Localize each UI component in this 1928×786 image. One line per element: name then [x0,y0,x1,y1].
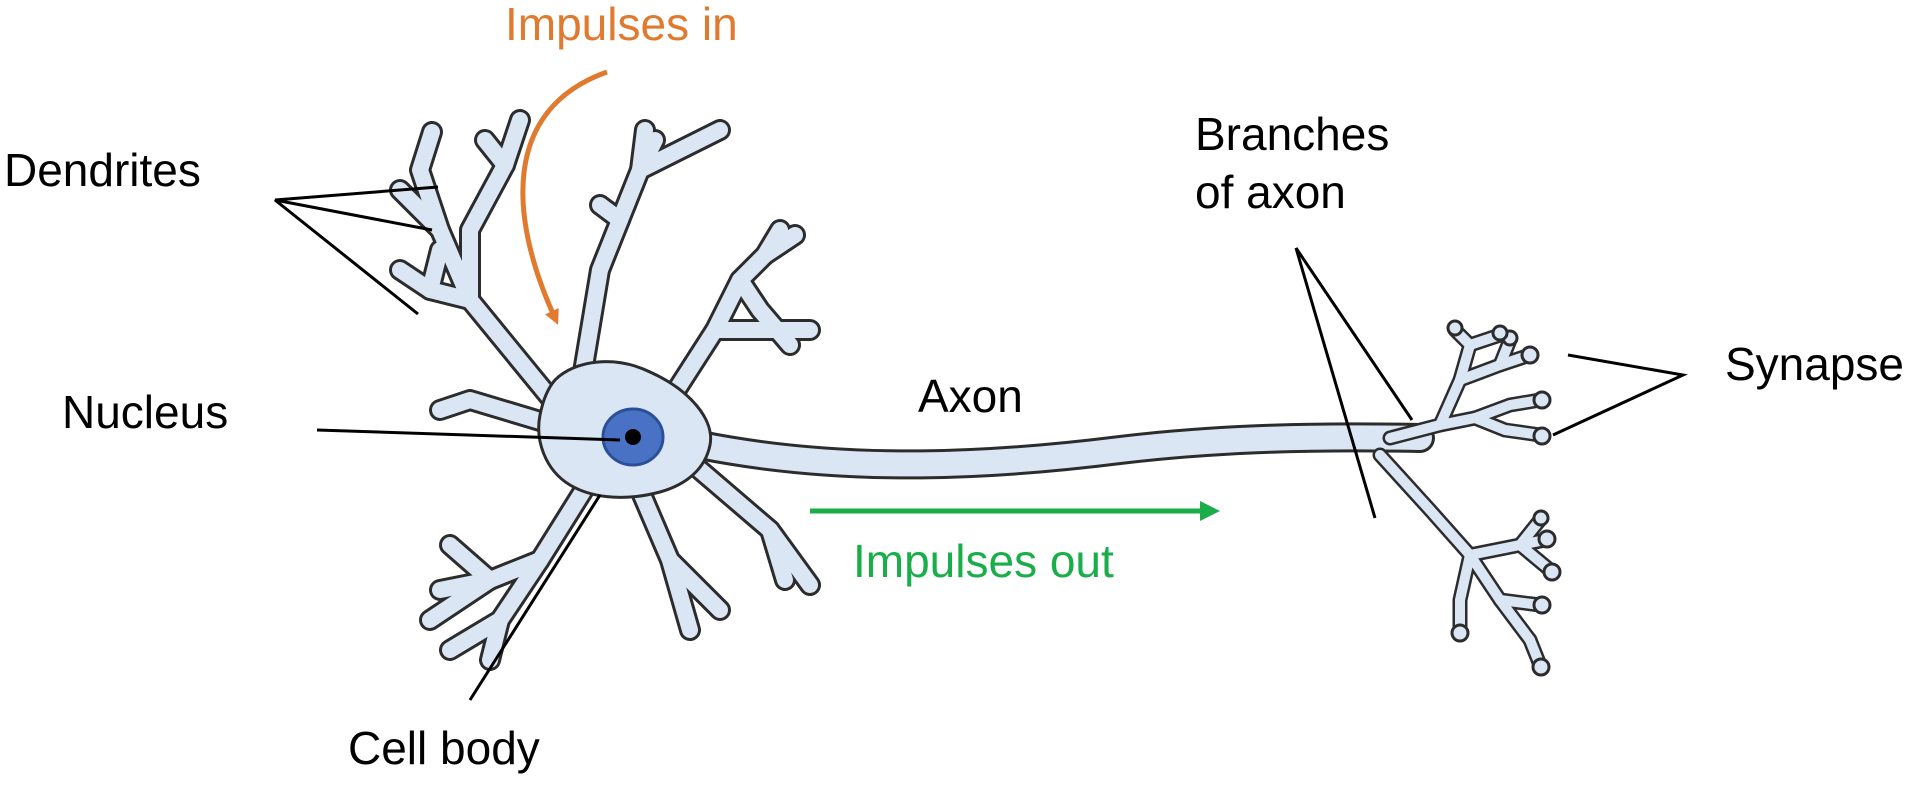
branches-of-axon-line-2: of axon [1195,165,1346,218]
cell-body-label: Cell body [348,722,540,774]
cell-body-leader-line [468,494,602,701]
dendrites-label: Dendrites [4,144,201,196]
leader-lines [274,185,1688,701]
impulses-out-label: Impulses out [853,535,1114,587]
impulses-in-label: Impulses in [505,0,738,50]
nucleus-leader-line [316,428,621,442]
axon-label: Axon [918,370,1023,422]
dendrites-leader-line-2 [274,185,439,202]
synapse-leader-line [1552,353,1688,437]
axon-branches [1372,322,1558,673]
synapse-label: Synapse [1725,338,1905,390]
dendrites-leader-line [274,198,433,316]
branches-of-axon-line-1: Branches [1195,108,1390,160]
axon-shape [685,422,1435,480]
branches-leader-line-2 [1294,247,1377,519]
branches-leader-line-1 [1294,247,1414,421]
impulse-in-arrow [520,69,608,325]
branches-of-axon-label: Branches of axon [1195,106,1389,221]
nucleolus-shape [625,429,641,445]
dendrites [389,109,821,671]
nucleus-label: Nucleus [62,386,229,438]
synaptic-terminals [1446,319,1562,677]
neuron [389,109,1562,677]
